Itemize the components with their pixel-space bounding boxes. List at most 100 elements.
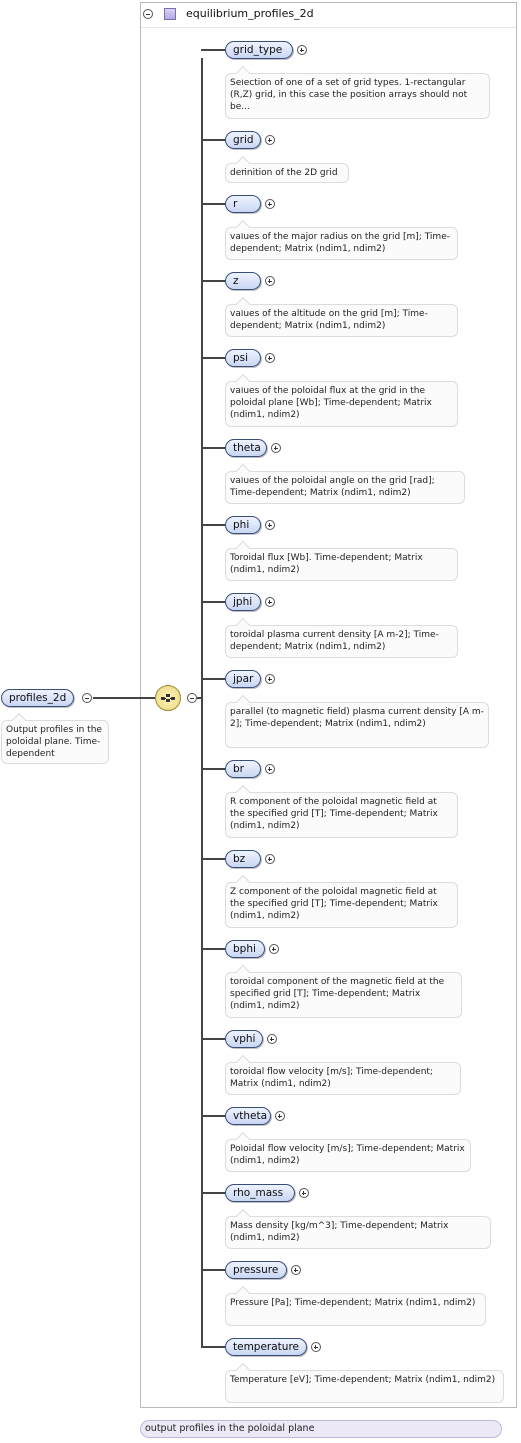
child-description: definition of the 2D grid — [225, 163, 349, 183]
branch-line — [201, 1346, 226, 1348]
branch-line — [201, 1038, 226, 1040]
child-description: Selection of one of a set of grid types.… — [225, 73, 490, 119]
expand-icon[interactable] — [265, 276, 275, 286]
child-description: toroidal component of the magnetic field… — [225, 972, 462, 1018]
expand-icon[interactable] — [265, 597, 275, 607]
child-node-bphi[interactable]: bphi — [225, 940, 265, 958]
branch-line — [201, 280, 226, 282]
child-node-temperature[interactable]: temperature — [225, 1338, 307, 1356]
child-node-label: jpar — [233, 673, 254, 685]
collapse-toggle-icon[interactable] — [143, 9, 153, 19]
child-node-label: temperature — [233, 1341, 299, 1353]
child-node-label: br — [233, 763, 244, 775]
child-node-phi[interactable]: phi — [225, 516, 261, 534]
child-description: Z component of the poloidal magnetic fie… — [225, 882, 458, 928]
sequence-glyph-icon — [161, 694, 175, 702]
element-annotation-text: output profiles in the poloidal plane — [145, 1423, 315, 1434]
branch-line — [201, 1115, 226, 1117]
child-node-r[interactable]: r — [225, 195, 261, 213]
child-description: Poloidal flow velocity [m/s]; Time-depen… — [225, 1139, 471, 1172]
expand-icon[interactable] — [265, 353, 275, 363]
branch-line — [201, 678, 226, 680]
child-node-label: phi — [233, 519, 250, 531]
child-description: toroidal plasma current density [A m-2];… — [225, 625, 458, 658]
child-node-z[interactable]: z — [225, 272, 261, 290]
parent-description: Output profiles in the poloidal plane. T… — [1, 720, 109, 764]
child-description: values of the poloidal flux at the grid … — [225, 381, 458, 427]
child-node-label: z — [233, 275, 239, 287]
child-description: R component of the poloidal magnetic fie… — [225, 792, 458, 838]
child-description: values of the major radius on the grid [… — [225, 227, 458, 260]
child-node-label: grid_type — [233, 44, 283, 56]
expand-icon[interactable] — [265, 674, 275, 684]
element-annotation: output profiles in the poloidal plane — [140, 1420, 502, 1438]
expand-icon[interactable] — [269, 944, 279, 954]
child-node-vphi[interactable]: vphi — [225, 1030, 263, 1048]
child-node-label: theta — [233, 442, 261, 454]
child-node-label: r — [233, 198, 238, 210]
element-title: equilibrium_profiles_2d — [186, 7, 314, 20]
parent-collapse-icon[interactable] — [82, 693, 92, 703]
child-node-label: jphi — [233, 596, 253, 608]
branch-line — [201, 1269, 226, 1271]
parent-node-label: profiles_2d — [9, 692, 67, 704]
header-divider — [141, 27, 516, 28]
branch-line — [201, 524, 226, 526]
child-node-grid[interactable]: grid — [225, 131, 261, 149]
child-node-theta[interactable]: theta — [225, 439, 267, 457]
expand-icon[interactable] — [265, 199, 275, 209]
child-node-psi[interactable]: psi — [225, 349, 261, 367]
parent-node[interactable]: profiles_2d — [1, 689, 75, 707]
child-node-jpar[interactable]: jpar — [225, 670, 261, 688]
expand-icon[interactable] — [267, 1034, 277, 1044]
child-node-label: vphi — [233, 1033, 256, 1045]
branch-line — [201, 447, 226, 449]
sequence-compositor-icon[interactable] — [155, 685, 181, 711]
child-node-br[interactable]: br — [225, 760, 261, 778]
child-node-label: vtheta — [233, 1110, 267, 1122]
branch-line — [201, 858, 226, 860]
expand-icon[interactable] — [265, 764, 275, 774]
child-node-pressure[interactable]: pressure — [225, 1261, 287, 1279]
branch-line — [201, 768, 226, 770]
expand-icon[interactable] — [265, 135, 275, 145]
branch-line — [201, 948, 226, 950]
child-description: Mass density [kg/m^3]; Time-dependent; M… — [225, 1216, 491, 1249]
branch-line — [201, 203, 226, 205]
child-description: Temperature [eV]; Time-dependent; Matrix… — [225, 1370, 504, 1403]
child-node-rho-mass[interactable]: rho_mass — [225, 1184, 295, 1202]
child-description: toroidal flow velocity [m/s]; Time-depen… — [225, 1062, 461, 1095]
expand-icon[interactable] — [299, 1188, 309, 1198]
branch-line — [201, 1192, 226, 1194]
expand-icon[interactable] — [271, 443, 281, 453]
child-node-vtheta[interactable]: vtheta — [225, 1107, 271, 1125]
child-node-label: rho_mass — [233, 1187, 284, 1199]
element-header — [141, 3, 516, 27]
expand-icon[interactable] — [291, 1265, 301, 1275]
branch-line — [201, 139, 226, 141]
child-node-label: pressure — [233, 1264, 279, 1276]
tree-spine — [201, 58, 203, 1348]
child-description: Pressure [Pa]; Time-dependent; Matrix (n… — [225, 1293, 486, 1326]
child-description: values of the poloidal angle on the grid… — [225, 471, 465, 504]
child-node-grid-type[interactable]: grid_type — [225, 41, 293, 59]
expand-icon[interactable] — [297, 45, 307, 55]
connector-line — [197, 697, 203, 699]
child-node-label: grid — [233, 134, 254, 146]
sequence-collapse-icon[interactable] — [187, 693, 197, 703]
child-description: Toroidal flux [Wb]. Time-dependent; Matr… — [225, 548, 458, 581]
expand-icon[interactable] — [311, 1342, 321, 1352]
child-node-jphi[interactable]: jphi — [225, 593, 261, 611]
expand-icon[interactable] — [275, 1111, 285, 1121]
expand-icon[interactable] — [265, 520, 275, 530]
expand-icon[interactable] — [265, 854, 275, 864]
complex-type-icon — [164, 8, 176, 20]
child-node-label: psi — [233, 352, 249, 364]
child-node-label: bphi — [233, 943, 256, 955]
branch-line — [201, 49, 226, 51]
branch-line — [201, 601, 226, 603]
branch-line — [201, 357, 226, 359]
child-description: parallel (to magnetic field) plasma curr… — [225, 702, 489, 748]
child-description: values of the altitude on the grid [m]; … — [225, 304, 458, 337]
child-node-bz[interactable]: bz — [225, 850, 261, 868]
